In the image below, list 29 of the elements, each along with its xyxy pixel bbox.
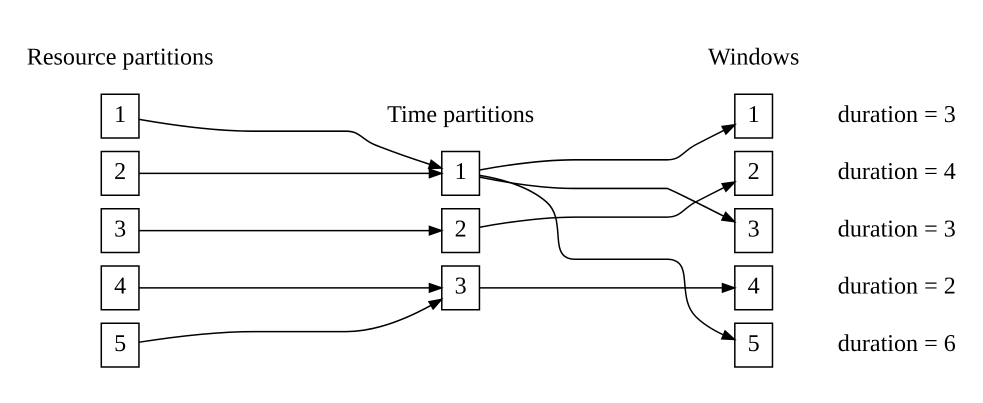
arrow: [139, 282, 444, 293]
node-box: 1: [734, 93, 774, 138]
label: Resource partitions: [26, 44, 214, 70]
node-box: 4: [100, 264, 140, 310]
arrow: [139, 118, 444, 169]
node-label: duration = 3: [838, 101, 956, 128]
arrow: [139, 168, 444, 178]
node-box: 2: [100, 150, 140, 196]
label: Windows: [708, 44, 800, 70]
node-label: duration = 3: [838, 216, 956, 242]
node-box: 3: [734, 208, 774, 253]
node-box: 4: [734, 264, 774, 310]
node-box: 2: [441, 208, 480, 253]
node-box: 2: [734, 150, 774, 196]
node-label: duration = 2: [838, 273, 956, 300]
node-box: 5: [734, 322, 774, 368]
arrow: [139, 298, 444, 342]
arrow: [139, 224, 444, 236]
node-box: 1: [100, 93, 140, 138]
node-box: 5: [100, 322, 140, 368]
arrow: [480, 282, 737, 293]
node-box: 1: [441, 150, 480, 196]
node-label: duration = 4: [838, 158, 956, 185]
node-box: 3: [100, 208, 140, 253]
arrow: [479, 174, 737, 340]
label: Time partitions: [387, 101, 534, 128]
node-label: duration = 6: [838, 330, 956, 356]
arrow: [480, 123, 737, 170]
node-box: 3: [441, 264, 480, 310]
